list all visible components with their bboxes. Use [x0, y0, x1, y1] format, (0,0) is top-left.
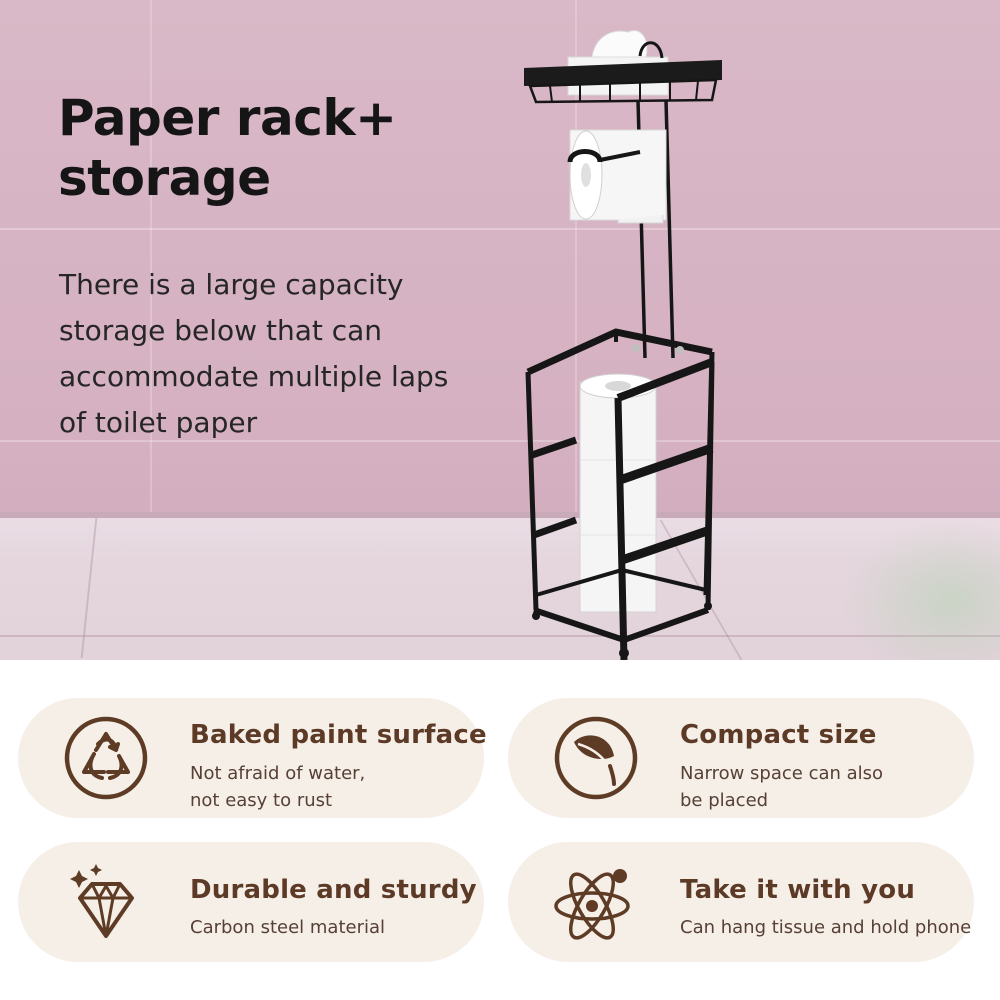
atom-icon	[554, 869, 630, 940]
tile-grout-line	[575, 0, 577, 515]
tile-grout-line	[150, 0, 152, 515]
toilet-paper-rack-image	[524, 30, 722, 660]
floor-edge	[0, 512, 1000, 518]
light-glow	[840, 520, 1000, 660]
hero-title: Paper rack+ storage	[58, 89, 397, 207]
diamond-icon	[70, 864, 134, 938]
feature-description: Not afraid of water, not easy to rust	[190, 763, 366, 811]
feature-description: Can hang tissue and hold phone	[680, 917, 972, 938]
leaf-icon	[554, 716, 638, 800]
feature-title: Take it with you	[680, 875, 916, 905]
floor-joint	[0, 635, 1000, 637]
hero-description: There is a large capacity storage below …	[59, 268, 449, 439]
recycle-icon	[64, 716, 148, 800]
bathroom-floor	[0, 515, 1000, 660]
feature-card-baked-paint: Baked paint surface Not afraid of water,…	[18, 698, 487, 818]
feature-title: Compact size	[680, 720, 877, 750]
tile-grout-line	[0, 440, 1000, 442]
feature-title: Durable and sturdy	[190, 875, 477, 905]
features-section: Baked paint surface Not afraid of water,…	[0, 660, 1000, 1000]
tile-grout-line	[0, 228, 1000, 230]
feature-title: Baked paint surface	[190, 720, 487, 750]
hero-scene: Paper rack+ storage There is a large cap…	[0, 0, 1000, 660]
feature-description: Carbon steel material	[190, 917, 386, 938]
feature-description: Narrow space can also be placed	[680, 763, 884, 811]
feature-card-portable: Take it with you Can hang tissue and hol…	[508, 842, 974, 962]
feature-card-compact-size: Compact size Narrow space can also be pl…	[508, 698, 974, 818]
feature-card-durable: Durable and sturdy Carbon steel material	[18, 842, 484, 962]
